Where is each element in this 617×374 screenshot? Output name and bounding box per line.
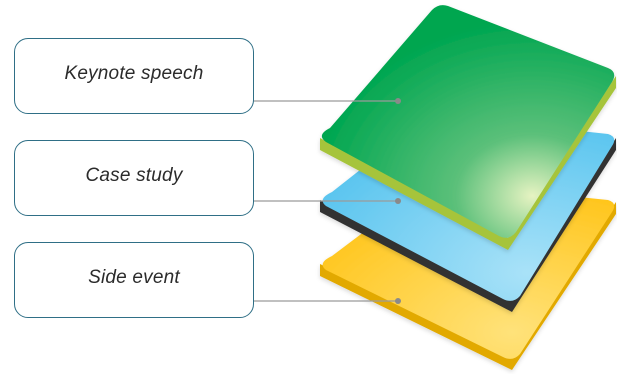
connector-dot-end-side	[395, 298, 401, 304]
layer-keynote-speech	[320, 5, 616, 250]
label-box-case-study: Case study	[14, 140, 254, 216]
layer-keynote-speech-top	[321, 5, 615, 238]
label-box-side-event: Side event	[14, 242, 254, 318]
label-case-study: Case study	[85, 165, 183, 186]
label-side-event: Side event	[88, 267, 180, 288]
connector-dot-end-keynote	[395, 98, 401, 104]
label-box-keynote-speech: Keynote speech	[14, 38, 254, 114]
label-keynote-speech: Keynote speech	[64, 63, 204, 84]
connector-dot-end-case	[395, 198, 401, 204]
